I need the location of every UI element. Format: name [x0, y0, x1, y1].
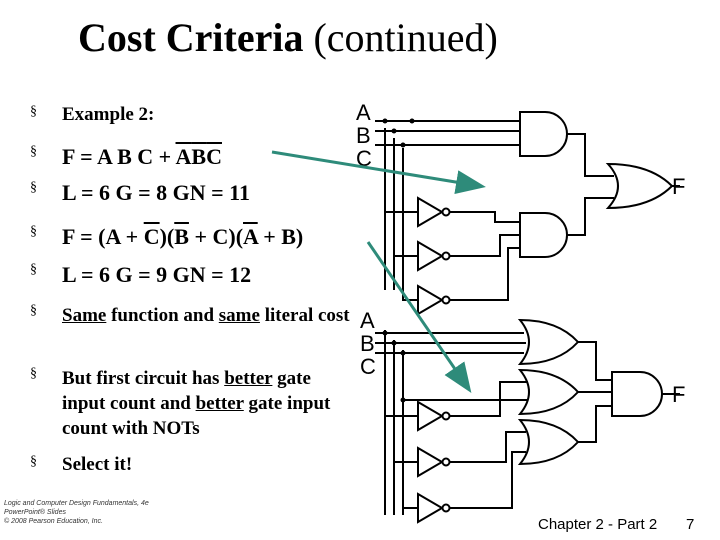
bullet-marker: §: [30, 104, 37, 119]
not-gate: [417, 284, 444, 316]
bullet-marker: §: [30, 144, 37, 159]
footer-publisher-note: Logic and Computer Design Fundamentals, …: [4, 499, 149, 526]
bullet-marker: §: [30, 224, 37, 239]
junction-dot: [400, 397, 406, 403]
circuit2-input-c: C: [360, 354, 376, 379]
bullet-text: Example 2:: [62, 104, 155, 125]
expr-complement: C: [143, 224, 160, 249]
or-gate: [517, 418, 580, 466]
arrow-to-circuit-2: [366, 241, 472, 393]
text-part: gate input count and: [62, 368, 311, 414]
or-gate: [517, 318, 580, 366]
not-gate: [417, 240, 444, 272]
and-gate: [611, 371, 663, 417]
underlined-word: better: [195, 393, 244, 414]
expr-part: + B): [257, 224, 304, 249]
junction-dot: [382, 118, 388, 124]
circuit-2-junctions: [382, 330, 406, 403]
circuit-1-junctions: [382, 118, 415, 148]
inversion-bubble: [441, 411, 451, 421]
not-gate: [417, 492, 444, 524]
footer-chapter: Chapter 2 - Part 2: [538, 516, 658, 533]
or-gate: [605, 162, 674, 210]
junction-dot: [391, 340, 397, 346]
circuit2-output-f: F: [672, 382, 685, 407]
title-main: Cost Criteria: [78, 15, 304, 60]
expr-part: )(: [159, 224, 175, 249]
expr-complement: C: [206, 144, 222, 169]
text-part: But first circuit has: [62, 368, 225, 389]
expr-part: + C)(: [188, 224, 244, 249]
footer-line: Logic and Computer Design Fundamentals, …: [4, 500, 149, 507]
arrow-to-circuit-1: [271, 150, 486, 194]
bullet-text: Same function and same literal cost: [62, 303, 362, 328]
junction-dot: [400, 350, 406, 356]
bullet-text: L = 6 G = 8 GN = 11: [62, 180, 250, 205]
expr-complement: B: [191, 144, 207, 169]
circuit1-output-f: F: [672, 174, 685, 199]
inversion-bubble: [441, 503, 451, 513]
and-gate: [519, 212, 568, 258]
text-part: function and: [106, 305, 219, 326]
underlined-word: better: [224, 368, 273, 389]
underlined-word: Same: [62, 305, 107, 326]
bullet-marker: §: [30, 454, 37, 469]
junction-dot: [391, 128, 397, 134]
inversion-bubble: [441, 251, 451, 261]
expr-complement: A: [243, 224, 258, 249]
footer-line: PowerPoint® Slides: [4, 509, 66, 516]
expr-complement: B: [174, 224, 189, 249]
bullet-marker: §: [30, 366, 37, 381]
expr-part: F = A B C +: [62, 144, 176, 169]
expr-complement: A: [175, 144, 192, 169]
bullet-text: F = (A + C)(B + C)(A + B): [62, 224, 303, 250]
not-gate: [417, 400, 444, 432]
circuit-1: [375, 111, 680, 316]
page-number: 7: [686, 516, 695, 533]
expr-part: F = (A +: [62, 224, 144, 249]
underlined-word: same: [218, 305, 260, 326]
circuit1-input-b: B: [356, 123, 371, 148]
bullet-text: F = A B C + ABC: [62, 144, 222, 170]
slide-title: Cost Criteria (continued): [78, 14, 498, 61]
title-suffix: (continued): [303, 15, 498, 60]
or-gate: [517, 368, 580, 416]
and-gate: [519, 111, 568, 157]
inversion-bubble: [441, 295, 451, 305]
footer-line: © 2008 Pearson Education, Inc.: [4, 518, 103, 525]
not-gate: [417, 446, 444, 478]
bullet-text: But first circuit has better gate input …: [62, 366, 354, 441]
text-part: literal cost: [259, 305, 350, 326]
not-gate: [417, 196, 444, 228]
bullet-text: L = 6 G = 9 GN = 12: [62, 262, 252, 287]
circuit-2: [375, 318, 680, 524]
circuit2-input-a: A: [360, 308, 375, 333]
circuit1-input-c: C: [356, 146, 372, 171]
junction-dot: [400, 142, 406, 148]
text-part: gate input count with NOTs: [62, 393, 331, 439]
bullet-marker: §: [30, 303, 37, 318]
inversion-bubble: [441, 457, 451, 467]
bullet-text: Select it!: [62, 454, 133, 475]
circuit2-input-b: B: [360, 331, 375, 356]
junction-dot: [382, 330, 388, 336]
bullet-marker: §: [30, 262, 37, 277]
junction-dot: [409, 118, 415, 124]
circuit1-input-a: A: [356, 100, 371, 125]
bullet-marker: §: [30, 180, 37, 195]
inversion-bubble: [441, 207, 451, 217]
